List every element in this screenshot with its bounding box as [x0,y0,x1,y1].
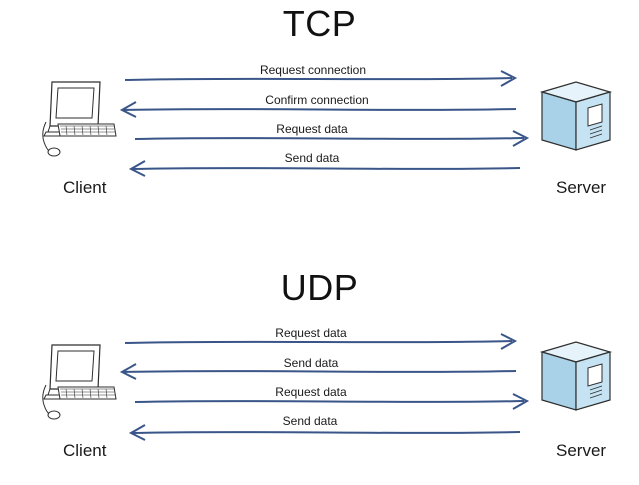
server-tower-icon [539,341,613,411]
server-tower-icon [539,81,613,151]
message-label: Confirm connection [265,93,369,107]
server-label: Server [556,441,607,460]
client-label: Client [63,178,107,197]
message-arrow [128,424,521,441]
tcp-title: TCP [282,3,357,44]
message-label: Send data [284,151,340,165]
client-computer-icon [42,81,117,157]
udp-section: UDP [0,260,639,475]
message-label: Request data [275,385,347,399]
message-label: Send data [283,356,339,370]
message-arrow [134,393,530,410]
message-label: Request data [276,122,348,136]
message-arrow [124,70,518,87]
message-label: Request connection [259,63,367,77]
udp-diagram [42,333,613,441]
message-label: Request data [275,326,347,340]
message-arrow [119,363,517,380]
tcp-diagram [42,70,613,177]
message-arrow [134,130,530,147]
client-label: Client [63,441,107,460]
udp-title: UDP [280,267,359,308]
tcp-section: TCP [0,0,639,225]
message-label: Send data [282,414,338,428]
server-label: Server [556,178,607,197]
message-arrow [128,160,521,177]
client-computer-icon [42,344,117,420]
message-arrow [124,333,518,350]
message-arrow [119,101,517,118]
